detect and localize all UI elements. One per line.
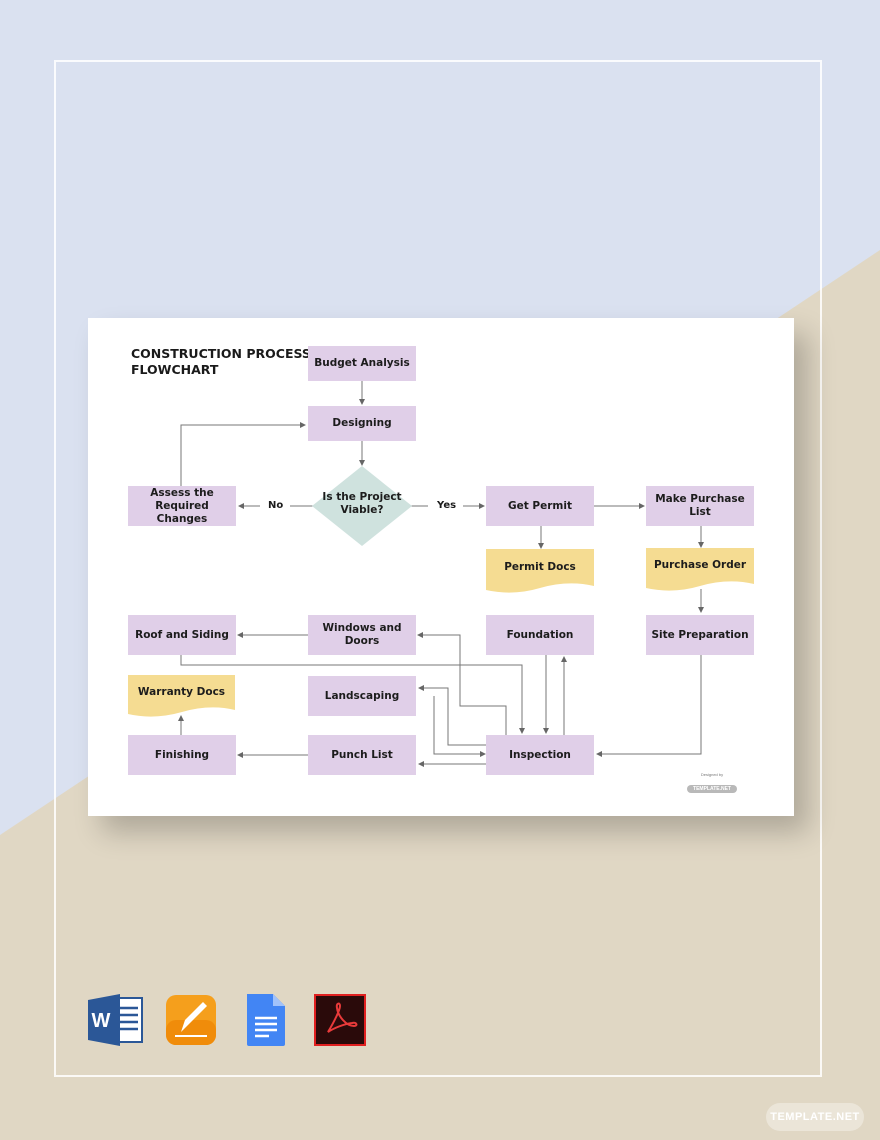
node-foundation: Foundation bbox=[486, 615, 594, 655]
flowchart-card: CONSTRUCTION PROCESS FLOWCHART Budget An… bbox=[88, 318, 794, 816]
node-designing: Designing bbox=[308, 406, 416, 441]
svg-text:W: W bbox=[92, 1010, 111, 1032]
edge-label-no: No bbox=[268, 500, 284, 511]
watermark-badge: TEMPLATE.NET bbox=[766, 1103, 864, 1131]
chart-title: CONSTRUCTION PROCESS FLOWCHART bbox=[131, 346, 311, 377]
node-make-purchase-list: Make Purchase List bbox=[646, 486, 754, 526]
node-inspection: Inspection bbox=[486, 735, 594, 775]
node-finishing: Finishing bbox=[128, 735, 236, 775]
decision-diamond bbox=[312, 466, 412, 546]
edge-label-yes: Yes bbox=[437, 500, 457, 511]
credit-brand: TEMPLATE.NET bbox=[687, 785, 737, 793]
word-icon[interactable]: W bbox=[88, 994, 144, 1051]
node-permit-docs: Permit Docs bbox=[504, 561, 576, 573]
google-docs-icon[interactable] bbox=[245, 994, 287, 1051]
node-purchase-order: Purchase Order bbox=[653, 559, 747, 571]
preview-frame bbox=[54, 60, 822, 1077]
permit-docs-shape bbox=[486, 549, 594, 593]
node-site-preparation: Site Preparation bbox=[646, 615, 754, 655]
flowchart-connectors bbox=[128, 381, 754, 767]
node-assess-changes: Assess the Required Changes bbox=[128, 486, 236, 526]
node-warranty-docs: Warranty Docs bbox=[137, 686, 226, 698]
node-landscaping: Landscaping bbox=[308, 676, 416, 716]
pages-icon[interactable] bbox=[165, 994, 217, 1051]
warranty-docs-shape bbox=[128, 675, 235, 717]
node-budget-analysis: Budget Analysis bbox=[308, 346, 416, 381]
acrobat-pdf-icon[interactable] bbox=[314, 994, 366, 1051]
designer-credit: Designed by TEMPLATE.NET bbox=[686, 772, 738, 795]
credit-designed-by: Designed by bbox=[700, 772, 724, 777]
node-get-permit: Get Permit bbox=[486, 486, 594, 526]
node-windows-and-doors: Windows and Doors bbox=[308, 615, 416, 655]
purchase-order-shape bbox=[646, 548, 754, 591]
node-decision-label: Is the Project Viable? bbox=[322, 491, 402, 516]
node-roof-and-siding: Roof and Siding bbox=[128, 615, 236, 655]
node-punch-list: Punch List bbox=[308, 735, 416, 775]
